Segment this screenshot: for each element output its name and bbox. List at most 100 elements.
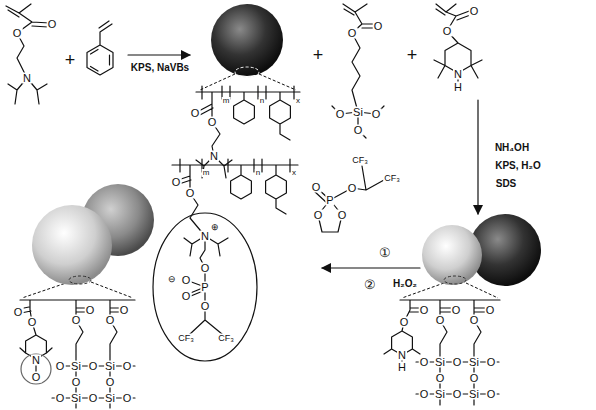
- reaction-arrow: [128, 54, 190, 55]
- silane-monomer: [332, 4, 384, 138]
- dpa-monomer: [6, 4, 50, 104]
- structure-label: P: [200, 282, 209, 293]
- structure-label: Si: [434, 357, 446, 368]
- structure-label: O: [207, 117, 218, 128]
- light-particle: [422, 225, 482, 285]
- structure-label: O: [347, 183, 358, 194]
- structure-label: O: [171, 177, 182, 188]
- reaction-arrow: [477, 100, 478, 214]
- structure-label: O: [181, 275, 192, 286]
- structure-label: O: [442, 26, 453, 37]
- structure-label: ⊖: [167, 275, 177, 284]
- structure-label: m: [202, 169, 211, 177]
- structure-label: O: [105, 315, 116, 326]
- structure-label: O: [371, 109, 382, 120]
- structure-label: O: [122, 361, 133, 372]
- structure-label: Si: [104, 361, 116, 372]
- structure-label: O: [55, 361, 66, 372]
- structure-label: O: [12, 28, 23, 39]
- surface-marker: [444, 276, 466, 284]
- structure-label: O: [335, 109, 346, 120]
- structure-label: N: [453, 69, 463, 80]
- structure-label: O: [311, 182, 322, 193]
- structure-label: O: [435, 373, 446, 384]
- structure-label: O: [85, 305, 96, 316]
- structure-label: N: [22, 73, 32, 84]
- tempo-monomer: [434, 4, 482, 86]
- reaction-condition: NH₄OH: [494, 143, 530, 153]
- structure-label: O: [485, 305, 496, 316]
- structure-label: ②: [363, 278, 377, 291]
- structure-label: +: [64, 51, 77, 69]
- reaction-condition: KPS, NaVBs: [130, 63, 190, 73]
- structure-label: O: [452, 389, 463, 400]
- structure-label: O: [451, 305, 462, 316]
- reaction-condition: KPS, H₂O: [494, 161, 542, 171]
- structure-label: O: [88, 393, 99, 404]
- structure-label: Si: [352, 107, 364, 118]
- structure-label: Si: [104, 393, 116, 404]
- structure-label: O: [373, 21, 384, 32]
- structure-label: Si: [434, 389, 446, 400]
- structure-label: O: [419, 305, 430, 316]
- structure-label: n: [255, 169, 261, 177]
- shell-polymer: [384, 300, 500, 405]
- styrene-monomer: [87, 21, 113, 75]
- zwitterion-oval: [153, 213, 257, 361]
- structure-label: O: [353, 125, 364, 136]
- reaction-condition: SDS: [495, 179, 518, 189]
- core-polymer: [196, 86, 300, 178]
- structure-label: x: [291, 169, 297, 177]
- structure-label: O: [190, 108, 201, 119]
- structure-label: Si: [70, 393, 82, 404]
- structure-label: O: [13, 307, 24, 318]
- structure-label: O: [31, 372, 42, 383]
- structure-label: O: [55, 393, 66, 404]
- structure-label: +: [312, 46, 325, 64]
- structure-label: O: [469, 6, 480, 17]
- light-particle: [32, 205, 112, 285]
- surface-marker: [235, 67, 259, 77]
- structure-label: ⊕: [210, 223, 220, 232]
- structure-label: m: [222, 97, 231, 105]
- structure-label: O: [486, 389, 497, 400]
- structure-label: O: [486, 357, 497, 368]
- structure-label: O: [200, 263, 211, 274]
- structure-label: CF₃: [177, 334, 195, 343]
- structure-label: O: [399, 317, 410, 328]
- structure-label: O: [122, 393, 133, 404]
- dark-particle: [211, 4, 283, 76]
- nitroxide-circle: [21, 354, 51, 384]
- structure-label: O: [313, 210, 324, 221]
- structure-label: O: [181, 291, 192, 302]
- structure-label: O: [469, 315, 480, 326]
- structure-label: Si: [70, 361, 82, 372]
- structure-label: O: [71, 377, 82, 388]
- structure-label: O: [27, 317, 38, 328]
- structure-label: Si: [468, 389, 480, 400]
- structure-label: O: [119, 305, 130, 316]
- structure-label: N: [31, 355, 41, 366]
- structure-label: n: [259, 97, 265, 105]
- structure-label: N: [397, 350, 407, 361]
- structure-label: H: [397, 362, 407, 373]
- structure-label: ①: [378, 246, 392, 259]
- structure-label: Si: [468, 357, 480, 368]
- phosphate-reagent: [314, 166, 384, 232]
- structure-label: O: [419, 357, 430, 368]
- structure-label: CF₃: [351, 156, 369, 165]
- structure-label: O: [435, 315, 446, 326]
- structure-label: O: [185, 188, 196, 199]
- structure-label: +: [406, 46, 419, 64]
- structure-label: O: [347, 28, 358, 39]
- reaction-condition: H₂O₂: [392, 279, 418, 289]
- structure-label: O: [337, 210, 348, 221]
- structure-label: O: [469, 373, 480, 384]
- zwitterion-polymer: [172, 159, 298, 334]
- structure-label: CF₃: [217, 334, 235, 343]
- structure-label: O: [88, 361, 99, 372]
- structure-label: N: [209, 151, 219, 162]
